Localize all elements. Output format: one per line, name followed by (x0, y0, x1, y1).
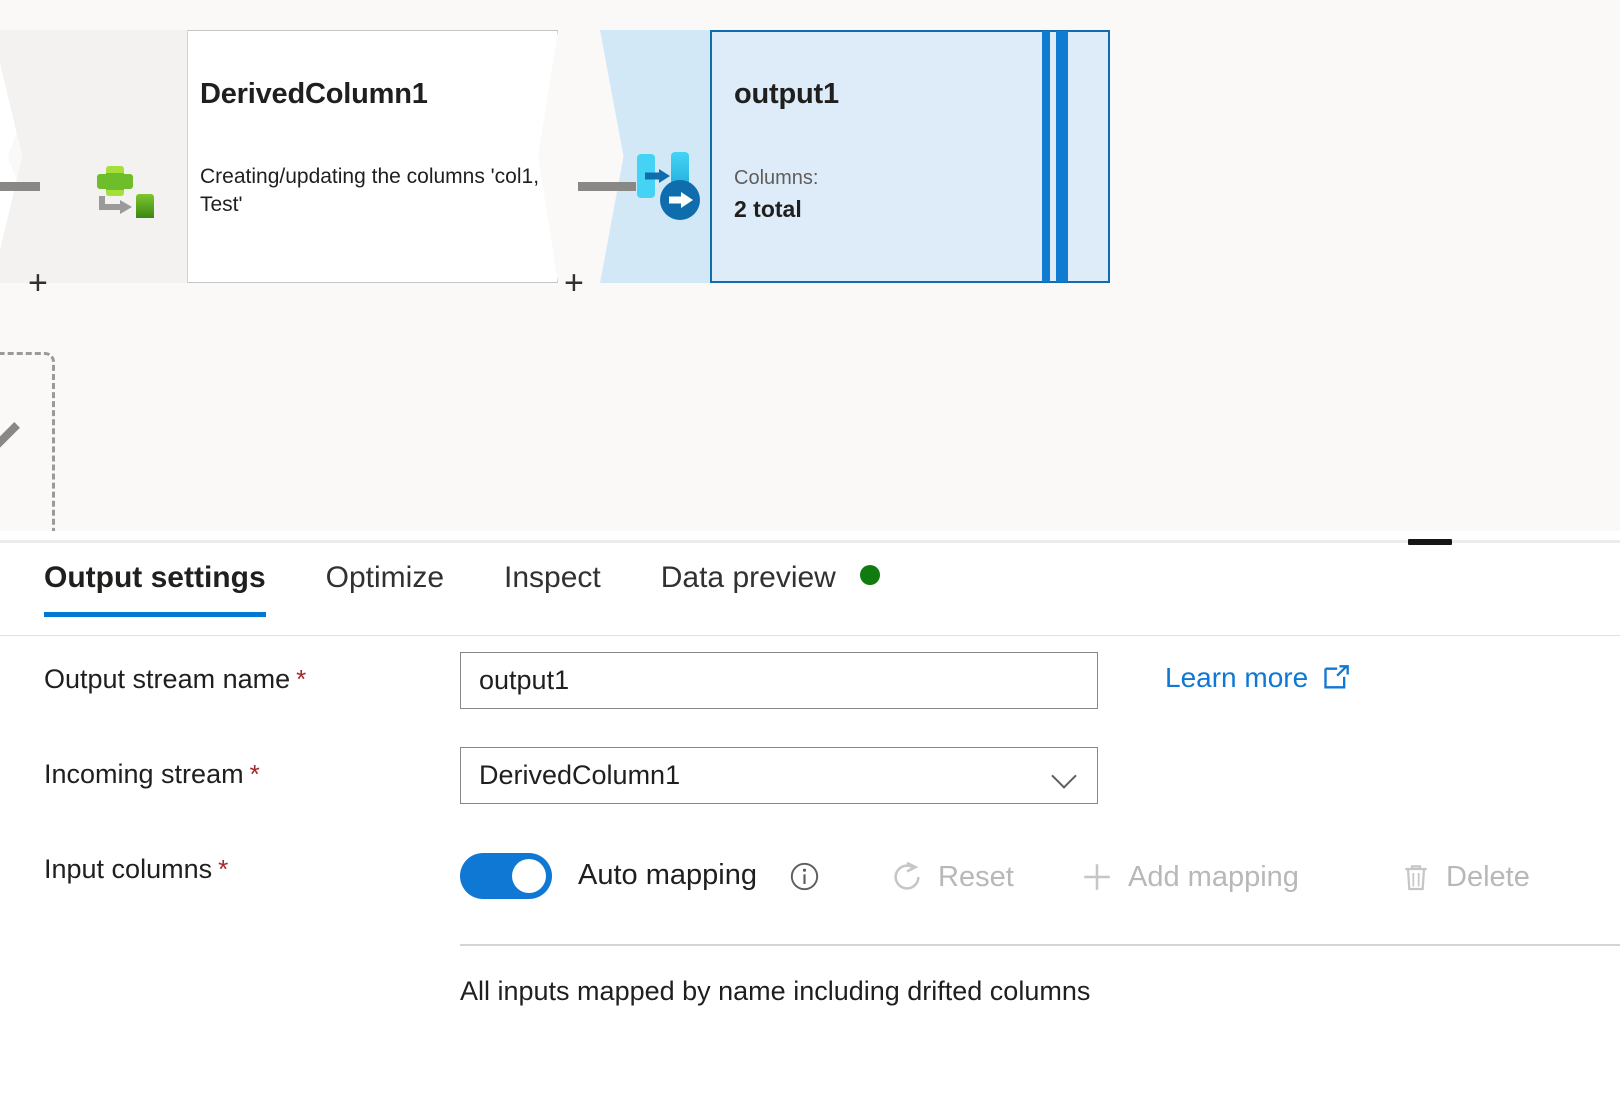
reset-label: Reset (938, 860, 1014, 893)
input-columns-label: Input columns* (44, 854, 229, 884)
node-title: DerivedColumn1 (200, 78, 428, 110)
node-output1[interactable]: + output1 Columns: 2 total (560, 30, 1110, 300)
output-settings-form: Output stream name* output1 Learn more I… (0, 646, 1620, 1006)
tab-optimize[interactable]: Optimize (326, 561, 444, 617)
add-node-button-left[interactable]: + (564, 264, 584, 302)
output-stream-name-label: Output stream name* (44, 664, 307, 694)
columns-label: Columns: (734, 167, 819, 189)
delete-button[interactable]: Delete (1400, 860, 1530, 894)
row-input-columns: Input columns* Auto mapping Reset (0, 836, 1620, 1006)
learn-more-label: Learn more (1165, 662, 1309, 693)
node-body: output1 Columns: 2 total (730, 30, 1060, 283)
tab-output-settings[interactable]: Output settings (44, 561, 266, 617)
tab-label: Inspect (504, 561, 601, 594)
node-icon-strip (0, 30, 188, 283)
section-divider (460, 944, 1620, 946)
tab-data-preview[interactable]: Data preview (660, 561, 881, 617)
node-selection-rail (1056, 31, 1068, 282)
node-selection-rail (1042, 31, 1050, 282)
output-stream-name-input[interactable]: output1 (460, 652, 1098, 709)
node-title: output1 (734, 78, 839, 110)
auto-mapping-toggle[interactable] (460, 853, 552, 899)
status-dot (860, 565, 881, 585)
incoming-stream-label: Incoming stream* (44, 759, 260, 789)
auto-mapping-label: Auto mapping (578, 859, 757, 891)
external-link-icon (1324, 665, 1350, 689)
connector-line (578, 182, 636, 191)
row-output-stream-name: Output stream name* output1 Learn more (0, 646, 1620, 741)
incoming-stream-select[interactable]: DerivedColumn1 (460, 747, 1098, 804)
required-marker: * (296, 664, 307, 694)
dataflow-canvas[interactable]: + DerivedColumn1 Creating/updating the c… (0, 0, 1620, 531)
sink-icon (637, 152, 700, 220)
connector-line (0, 182, 40, 191)
tab-label: Data preview (660, 561, 836, 594)
tab-label: Output settings (44, 561, 266, 594)
refresh-icon (894, 861, 920, 890)
panel-resize-handle[interactable] (1408, 539, 1452, 545)
panel-splitter[interactable] (0, 531, 1620, 545)
learn-more-link[interactable]: Learn more (1165, 662, 1350, 694)
properties-panel: Output settings Optimize Inspect Data pr… (0, 546, 1620, 1113)
required-marker: * (249, 759, 260, 789)
panel-tabs: Output settings Optimize Inspect Data pr… (0, 561, 1620, 636)
input-value: output1 (479, 665, 570, 695)
drop-target-placeholder (0, 352, 55, 531)
add-mapping-label: Add mapping (1128, 860, 1299, 893)
add-mapping-button[interactable]: Add mapping (1080, 860, 1299, 894)
plus-icon (1084, 864, 1110, 890)
columns-value: 2 total (734, 196, 802, 222)
trash-icon (1405, 865, 1427, 891)
mapping-note: All inputs mapped by name including drif… (460, 976, 1091, 1006)
select-value: DerivedColumn1 (479, 760, 681, 790)
node-body: DerivedColumn1 Creating/updating the col… (192, 30, 558, 283)
chevron-down-icon (1053, 765, 1075, 787)
info-icon[interactable] (790, 862, 819, 891)
row-incoming-stream: Incoming stream* DerivedColumn1 (0, 741, 1620, 836)
tab-inspect[interactable]: Inspect (504, 561, 601, 617)
node-description: Creating/updating the columns 'col1, Tes… (200, 165, 540, 217)
derived-column-icon (97, 166, 154, 218)
add-node-button-left[interactable]: + (28, 264, 48, 302)
tab-label: Optimize (325, 561, 445, 594)
reset-button[interactable]: Reset (890, 860, 1014, 894)
node-derived-column1[interactable]: + DerivedColumn1 Creating/updating the c… (0, 30, 558, 300)
required-marker: * (218, 854, 229, 884)
delete-label: Delete (1446, 860, 1530, 893)
toggle-knob (512, 859, 546, 893)
